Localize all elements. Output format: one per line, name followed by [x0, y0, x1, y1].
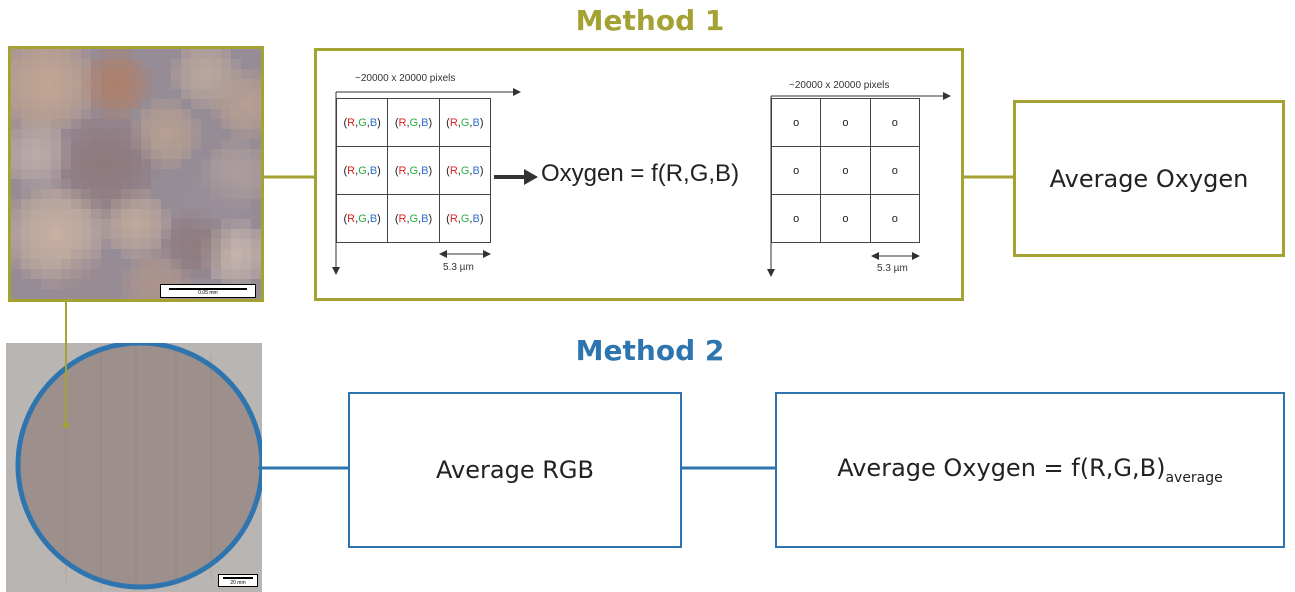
method-1-panel	[314, 48, 964, 301]
rgb-pixel-cell: (R, G, B)	[439, 99, 491, 147]
oxygen-pixel-cell: o	[821, 99, 871, 147]
average-oxygen-label: Average Oxygen	[1049, 164, 1249, 193]
average-oxygen-box: Average Oxygen	[1013, 100, 1285, 257]
wafer-scale-bar: 20 mm	[218, 574, 258, 587]
average-oxygen-formula-box: Average Oxygen = f(R,G,B)average	[775, 392, 1285, 548]
oxygen-grid-pixel-count: ~20000 x 20000 pixels	[789, 80, 890, 91]
rgb-pixel-cell: (R, G, B)	[337, 195, 389, 243]
average-oxygen-formula: Average Oxygen = f(R,G,B)average	[837, 454, 1223, 486]
rgb-pixel-cell: (R, G, B)	[439, 195, 491, 243]
rgb-pixel-grid: (R, G, B)(R, G, B)(R, G, B)(R, G, B)(R, …	[336, 98, 491, 243]
micrograph-pixels	[11, 49, 261, 299]
sample-point-marker	[63, 422, 69, 428]
wafer-scale-label: 20 mm	[230, 580, 246, 586]
oxygen-pixel-cell: o	[821, 147, 871, 195]
rgb-pixel-cell: (R, G, B)	[439, 147, 491, 195]
rgb-pixel-cell: (R, G, B)	[388, 195, 440, 243]
micrograph-scale-label: 0.05 mm	[198, 290, 218, 296]
oxygen-pixel-cell: o	[772, 99, 822, 147]
rgb-pixel-cell: (R, G, B)	[337, 147, 389, 195]
oxygen-formula: Oxygen = f(R,G,B)	[541, 160, 740, 187]
oxygen-pixel-cell: o	[870, 195, 920, 243]
oxygen-grid-pixel-size: 5.3 µm	[877, 263, 908, 274]
oxygen-pixel-cell: o	[870, 99, 920, 147]
average-rgb-label: Average RGB	[436, 456, 594, 484]
average-subscript: average	[1165, 470, 1223, 486]
rgb-pixel-cell: (R, G, B)	[388, 147, 440, 195]
wafer-outline	[15, 343, 262, 590]
micrograph-scale-bar: 0.05 mm	[160, 284, 256, 298]
oxygen-pixel-cell: o	[821, 195, 871, 243]
rgb-grid-pixel-count: ~20000 x 20000 pixels	[355, 73, 456, 84]
rgb-pixel-cell: (R, G, B)	[388, 99, 440, 147]
rgb-pixel-cell: (R, G, B)	[337, 99, 389, 147]
oxygen-pixel-cell: o	[772, 195, 822, 243]
oxygen-pixel-cell: o	[870, 147, 920, 195]
wafer-drawing	[6, 343, 262, 592]
method-2-title: Method 2	[575, 334, 725, 367]
oxygen-pixel-cell: o	[772, 147, 822, 195]
average-rgb-box: Average RGB	[348, 392, 682, 548]
micrograph-image	[8, 46, 264, 302]
method-1-title: Method 1	[575, 4, 725, 37]
wafer-image	[6, 343, 262, 592]
rgb-grid-pixel-size: 5.3 µm	[443, 262, 474, 273]
